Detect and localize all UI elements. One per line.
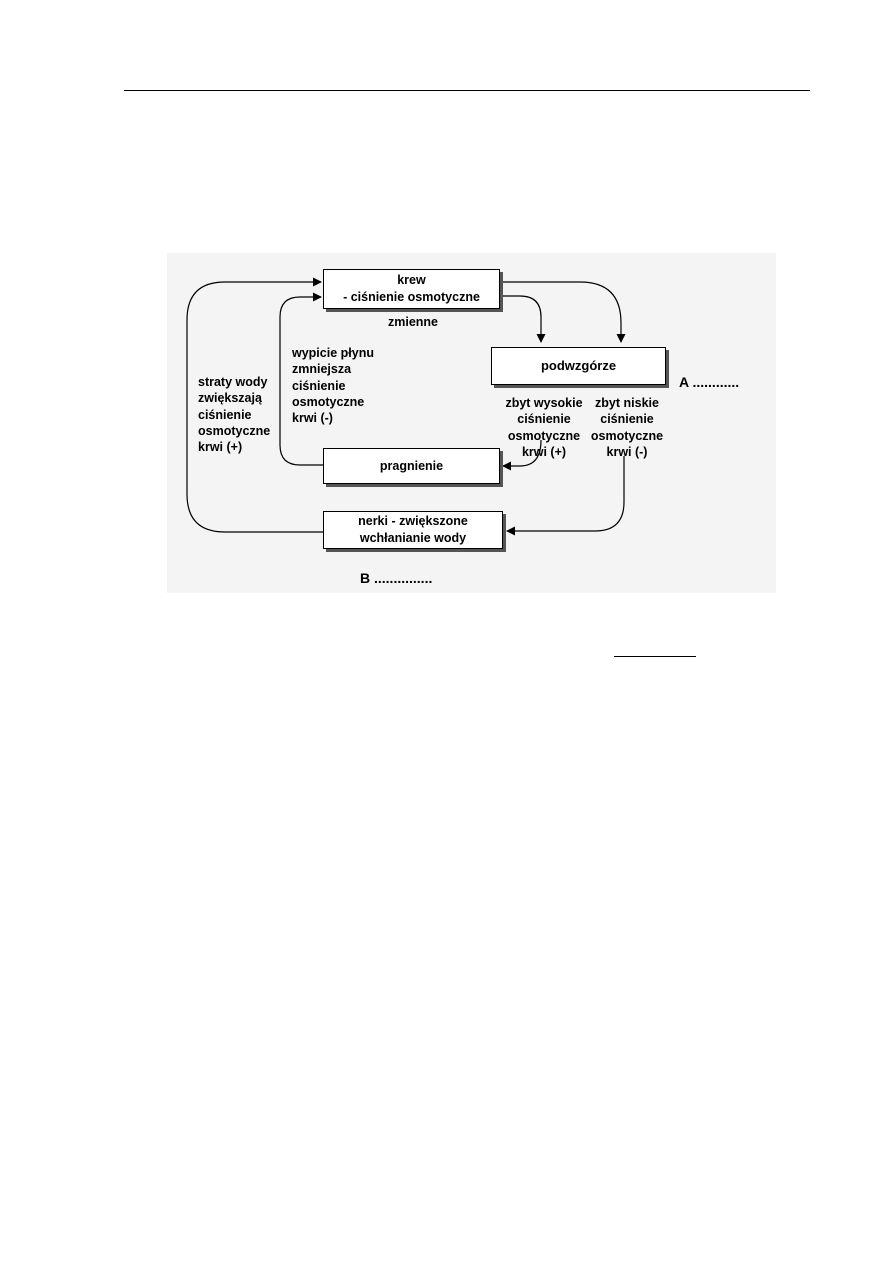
header-rule: [124, 90, 810, 91]
node-nerki: nerki - zwiększone wchłanianie wody: [323, 511, 503, 549]
answer-underline: [614, 656, 696, 657]
label-zmienne: zmienne: [387, 315, 438, 329]
label-zbyt-niskie: zbyt niskie ciśnienie osmotyczne krwi (-…: [590, 396, 664, 459]
node-podwzgorze: podwzgórze: [491, 347, 666, 385]
arrow-krew-to-podwzgorze-b: [500, 281, 626, 343]
node-krew: krew - ciśnienie osmotyczne: [323, 269, 500, 309]
arrow-nerki-to-krew: [186, 277, 323, 533]
label-blank-a: A ............: [679, 374, 740, 390]
node-pragnienie: pragnienie: [323, 448, 500, 484]
label-zbyt-wysokie: zbyt wysokie ciśnienie osmotyczne krwi (…: [505, 396, 583, 459]
label-straty-wody: straty wody zwiększają ciśnienie osmotyc…: [198, 375, 271, 454]
arrow-pragnienie-to-krew: [279, 292, 323, 466]
label-wypicie-plynu: wypicie płynu zmniejsza ciśnienie osmoty…: [292, 346, 374, 425]
arrow-podwzgorze-to-nerki: [506, 456, 625, 536]
arrow-podwzgorze-to-pragnienie: [502, 439, 542, 471]
arrow-krew-to-podwzgorze-a: [500, 295, 546, 343]
label-blank-b: B ...............: [360, 570, 433, 586]
